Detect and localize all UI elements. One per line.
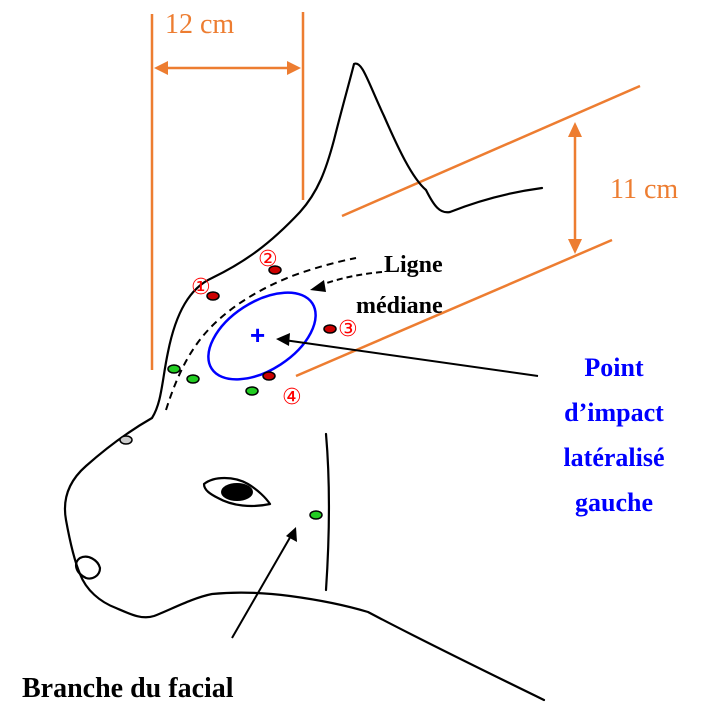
marker-1: ① — [191, 275, 211, 300]
impact-label-line-2: d’impact — [564, 398, 664, 427]
marker-2: ② — [258, 247, 278, 272]
midline-arrow — [318, 272, 382, 286]
green-point — [187, 375, 199, 383]
eye-pupil — [221, 483, 253, 501]
measurement-arrowheads — [154, 61, 582, 254]
grey-point — [120, 436, 132, 444]
midline-arrowhead — [310, 280, 326, 292]
impact-label-line-1: Point — [584, 353, 644, 382]
impact-arrow — [284, 340, 538, 376]
green-point — [246, 387, 258, 395]
height-measure-label: 11 cm — [610, 174, 678, 205]
annotation-arrowheads — [276, 280, 326, 542]
midline-label: Ligne médiane — [356, 252, 443, 319]
midline-label-line-2: médiane — [356, 293, 443, 319]
midline-label-line-1: Ligne — [384, 252, 443, 278]
facial-arrow — [232, 534, 292, 638]
impact-label: Point d’impact latéralisé gauche — [563, 353, 664, 517]
width-measure-label: 12 cm — [165, 9, 234, 40]
red-point-3 — [324, 325, 336, 333]
height-guide-top — [342, 86, 640, 216]
annotation-arrows — [232, 272, 538, 638]
width-arrowhead-right — [287, 61, 301, 75]
width-arrowhead-left — [154, 61, 168, 75]
marker-3: ③ — [338, 317, 358, 342]
impact-label-line-3: latéralisé — [563, 443, 664, 472]
green-point — [310, 511, 322, 519]
green-point — [168, 365, 180, 373]
marker-4: ④ — [282, 385, 302, 410]
facial-branch-label: Branche du facial — [22, 673, 234, 704]
impact-arrowhead — [276, 333, 290, 346]
red-point-4 — [263, 372, 275, 380]
height-arrowhead-top — [568, 122, 582, 137]
impact-cross: + — [250, 320, 265, 350]
impact-label-line-4: gauche — [575, 488, 653, 517]
height-arrowhead-bottom — [568, 239, 582, 254]
